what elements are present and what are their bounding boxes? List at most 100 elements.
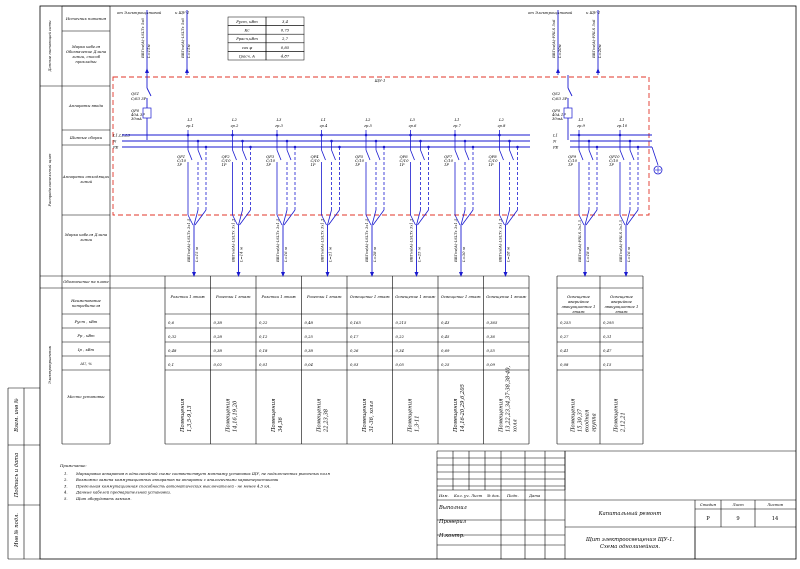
converge xyxy=(625,209,631,226)
breaker-poles: 1Р xyxy=(400,162,405,167)
install-place: 14,16,19,20 xyxy=(232,400,238,432)
power-table-key: Руст, кВт xyxy=(235,19,258,24)
tb-sheet-label: Лист xyxy=(731,502,744,507)
switch-blade xyxy=(321,149,326,161)
breaker-code: QF7 xyxy=(444,154,453,159)
device-code: QS2 xyxy=(552,91,561,96)
arrow xyxy=(236,272,241,277)
tb-header: № док. xyxy=(486,493,500,498)
group-3 xyxy=(320,130,341,277)
cable-label: ВВГнг(А)-LSLTx 3x1,5 xyxy=(498,218,503,263)
drawing-frame xyxy=(39,5,797,560)
cable-length: L=16 м xyxy=(283,247,288,263)
voltage-drop: 0,09 xyxy=(487,362,496,367)
converge xyxy=(410,214,416,226)
power-table-value: 0,85 xyxy=(281,45,290,50)
group-6 xyxy=(453,130,475,277)
i-calc: 0,47 xyxy=(603,348,612,353)
switch-blade xyxy=(629,149,635,161)
source-label: от Электрощитовой xyxy=(528,10,573,15)
cable-label: ВВГнг(А)-LSLTx 3x1,5 xyxy=(231,218,236,263)
cable-length: L=28 м xyxy=(372,247,377,263)
group-5 xyxy=(409,130,430,277)
i-calc: 0,38 xyxy=(214,348,223,353)
install-place: 22,23,38 xyxy=(323,408,329,433)
node xyxy=(275,133,279,137)
converge xyxy=(365,214,372,226)
i-calc: 0,18 xyxy=(259,348,268,353)
i-calc: 0,41 xyxy=(560,348,568,353)
note-text: Предельная коммутационная способность ав… xyxy=(75,483,271,488)
circuit-layer xyxy=(112,10,663,277)
install-place: Помещения xyxy=(571,398,577,433)
node xyxy=(293,145,297,149)
install-place: Помещения xyxy=(180,398,186,433)
consumer-name: Освещение 1 этаж xyxy=(350,294,391,299)
tb-stage-label: Стадия xyxy=(700,502,717,507)
p-calc: 0,28 xyxy=(214,334,223,339)
install-place: холл xyxy=(512,419,518,432)
breaker-code: QF8 xyxy=(489,154,498,159)
power-table-key: Iрасч, А xyxy=(238,53,255,58)
group-number: гр.9 xyxy=(577,123,586,128)
bus-label: PE xyxy=(552,145,559,150)
breaker-rating: С/10 xyxy=(266,158,276,163)
p-install: 0,22 xyxy=(259,320,268,325)
breaker-poles: 1Р xyxy=(609,162,614,167)
feeder-cable: ВВГнг(А)-LSLTx 5x6 xyxy=(140,18,145,59)
left-row-label: Руст , кВт xyxy=(74,319,98,324)
converge xyxy=(371,209,377,226)
switch-blade xyxy=(146,87,152,97)
node xyxy=(409,133,412,137)
notes-title: Примечание: xyxy=(59,463,87,468)
converge xyxy=(238,209,243,226)
switch-blade xyxy=(578,149,584,161)
group-7 xyxy=(498,130,519,277)
source-label: от Электрощитовой xyxy=(117,10,162,15)
device-code: QF0 xyxy=(131,108,140,113)
stamp-label: Взам. инв № xyxy=(14,398,20,433)
phase-label: L2 xyxy=(498,117,505,122)
cable-label: ВВГнг(А)-LSLTx 3x1,5 xyxy=(453,218,458,263)
converge xyxy=(505,209,510,226)
converge xyxy=(276,214,283,226)
breaker-rating: С/10 xyxy=(311,158,321,163)
converge xyxy=(187,214,194,226)
phase-label: L2 xyxy=(231,117,238,122)
switch-blade xyxy=(619,149,625,161)
power-table-value: 2,7 xyxy=(281,36,289,41)
device-code: QS1 xyxy=(131,91,139,96)
p-calc: 0,36 xyxy=(487,334,496,339)
voltage-drop: 0,05 xyxy=(396,362,405,367)
voltage-drop: 0,04 xyxy=(305,362,314,367)
left-row-label: потребителя xyxy=(72,303,101,308)
install-place: Помещения xyxy=(453,398,459,433)
converge xyxy=(584,209,590,226)
breaker-code: QF3 xyxy=(266,154,275,159)
power-table-key: Кс xyxy=(243,28,250,33)
breaker-code: QF2 xyxy=(222,154,231,159)
consumer-name: Освещение xyxy=(567,294,591,299)
switch-blade xyxy=(232,149,237,161)
breaker-code: QF9 xyxy=(568,154,577,159)
converge xyxy=(321,214,327,226)
phase-label: L2 xyxy=(365,117,372,122)
left-row-label: прокладки xyxy=(75,59,97,64)
node xyxy=(364,133,368,137)
switch-blade xyxy=(410,149,415,161)
power-table-key: cos φ xyxy=(242,45,253,50)
consumer-name: Освещение xyxy=(610,294,634,299)
switch-blade xyxy=(420,149,425,161)
node xyxy=(587,139,591,143)
power-table-value: 0,75 xyxy=(281,28,290,33)
node xyxy=(516,145,519,149)
breaker-poles: 1Р xyxy=(444,162,449,167)
node xyxy=(453,133,457,137)
feeder-length: L=15м xyxy=(146,44,151,59)
converge xyxy=(282,209,288,226)
install-place: 13,22,23,34,37-38,38-40, xyxy=(505,365,511,432)
breaker-rating: С/10 xyxy=(177,158,187,163)
group-number: гр.6 xyxy=(409,123,418,128)
tb-sheet: 9 xyxy=(736,516,739,522)
switch-blade xyxy=(464,149,470,161)
